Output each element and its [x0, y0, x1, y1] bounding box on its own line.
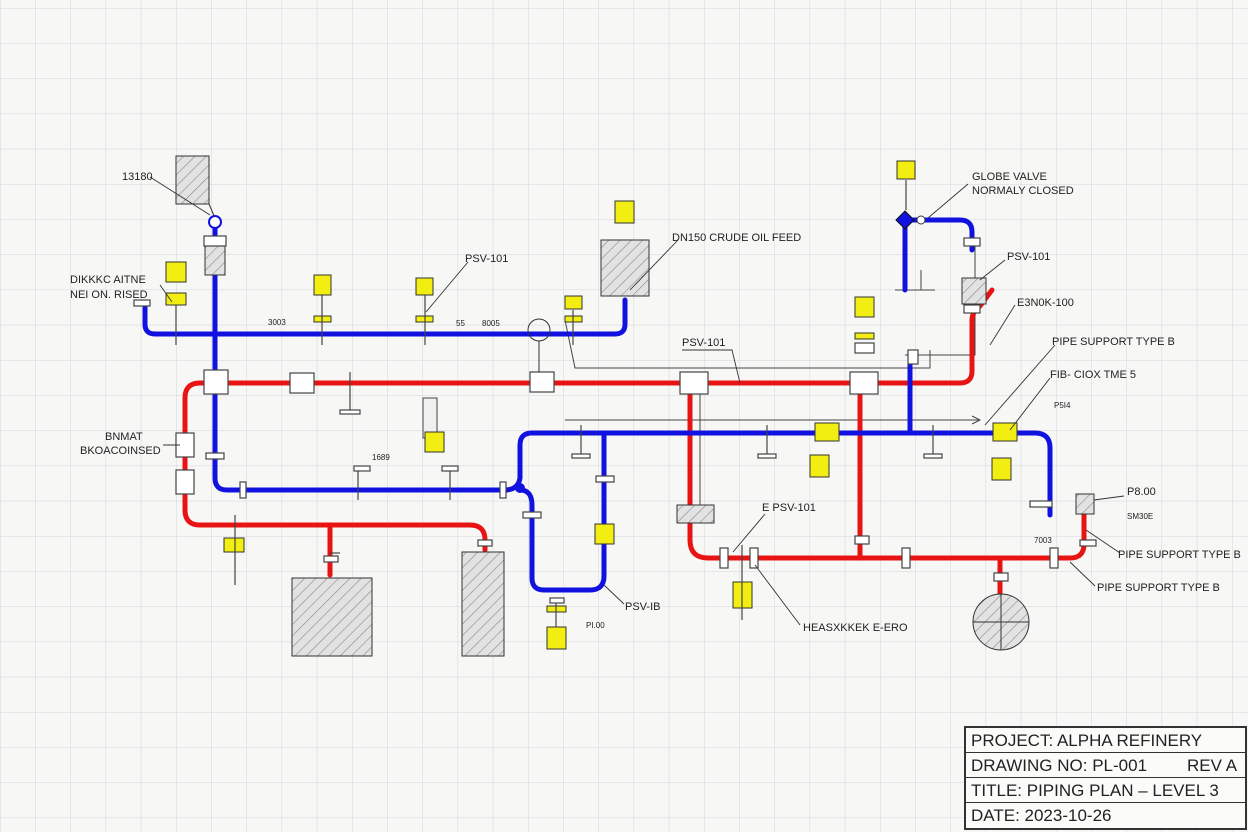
valve-label: PSV-101: [682, 337, 725, 349]
note-label: BNMAT: [105, 431, 143, 443]
valve-label: GLOBE VALVE: [972, 171, 1047, 183]
title-row: TITLE: PIPING PLAN – LEVEL 3: [966, 778, 1245, 803]
tag-label: P5I4: [1054, 401, 1071, 410]
equipment-label: HEASXKKEK E-ERO: [803, 622, 908, 634]
vessel-tank-2: [461, 551, 505, 657]
support-label: PIPE SUPPORT TYPE B: [1052, 336, 1175, 348]
vessel-tank-1: [291, 577, 373, 657]
dimension-label: 7003: [1034, 536, 1052, 545]
vessel-top-left: [175, 155, 210, 205]
dimension-label: 3003: [268, 318, 286, 327]
support-label: PIPE SUPPORT TYPE B: [1118, 549, 1241, 561]
support-label: PIPE SUPPORT TYPE B: [1097, 582, 1220, 594]
valve-icon: [564, 295, 583, 310]
vessel-right: [961, 277, 987, 305]
equipment: [175, 155, 1095, 657]
vessel-feed-drum: [600, 239, 650, 297]
junction-icon: [515, 483, 525, 493]
valve-icon: [415, 277, 434, 296]
dimension-label: 1689: [372, 453, 390, 462]
date-text: DATE: 2023-10-26: [971, 806, 1112, 825]
note-label: DIKKKC AITNE: [70, 274, 146, 286]
project-row: PROJECT: ALPHA REFINERY: [966, 728, 1245, 753]
annotations: 13180 PSV-101 DN150 CRUDE OIL FEED GLOBE…: [70, 171, 1241, 634]
flow-meter-icon: [527, 318, 551, 372]
valve-icon: [809, 454, 830, 478]
dimension-label: 55: [456, 319, 465, 328]
drawing-no-row: DRAWING NO: PL-001 REV A: [966, 753, 1245, 778]
drawing-no-text: DRAWING NO: PL-001: [971, 756, 1148, 775]
globe-valve-icon: [895, 210, 926, 230]
vessel-small: [676, 504, 715, 524]
valve-icon: [165, 261, 187, 283]
tag-label: P8.00: [1127, 486, 1156, 498]
tag-label: 13180: [122, 171, 153, 183]
dimension-label: 8005: [482, 319, 500, 328]
valve-label: PSV-101: [465, 253, 508, 265]
valve-icon: [223, 537, 245, 553]
valve-icon: [424, 431, 445, 453]
valve-icon: [614, 200, 635, 224]
valve-icon: [546, 626, 567, 650]
valve-icon: [991, 457, 1012, 481]
valve-icon: [854, 296, 875, 318]
pump-icon: [972, 593, 1030, 651]
date-row: DATE: 2023-10-26: [966, 803, 1245, 828]
project-text: PROJECT: ALPHA REFINERY: [971, 731, 1203, 750]
valve-label: E PSV-101: [762, 502, 816, 514]
leader-lines: [149, 176, 1125, 626]
valve-label: PSV-IB: [625, 601, 660, 613]
tag-label: E3N0K-100: [1017, 297, 1074, 309]
valve-icon: [313, 274, 332, 296]
vessel-mid-left: [204, 244, 226, 276]
tag-label: PI.00: [586, 621, 605, 630]
valve-icon: [896, 160, 916, 180]
pressure-gauge-icon: [208, 203, 222, 229]
tag-label: FIB- CIOX TME 5: [1050, 369, 1136, 381]
line-label: DN150 CRUDE OIL FEED: [672, 232, 801, 244]
note-label: BKOACOINSED: [80, 445, 161, 457]
tag-label: SM30E: [1127, 512, 1153, 521]
valve-icon: [594, 523, 615, 545]
revision-text: REV A: [1187, 756, 1238, 775]
title-text: TITLE: PIPING PLAN – LEVEL 3: [971, 781, 1219, 800]
valve-label: NORMALY CLOSED: [972, 185, 1074, 197]
valve-label: PSV-101: [1007, 251, 1050, 263]
note-label: NEI ON. RISED: [70, 289, 148, 301]
title-block: PROJECT: ALPHA REFINERY DRAWING NO: PL-0…: [964, 726, 1247, 830]
